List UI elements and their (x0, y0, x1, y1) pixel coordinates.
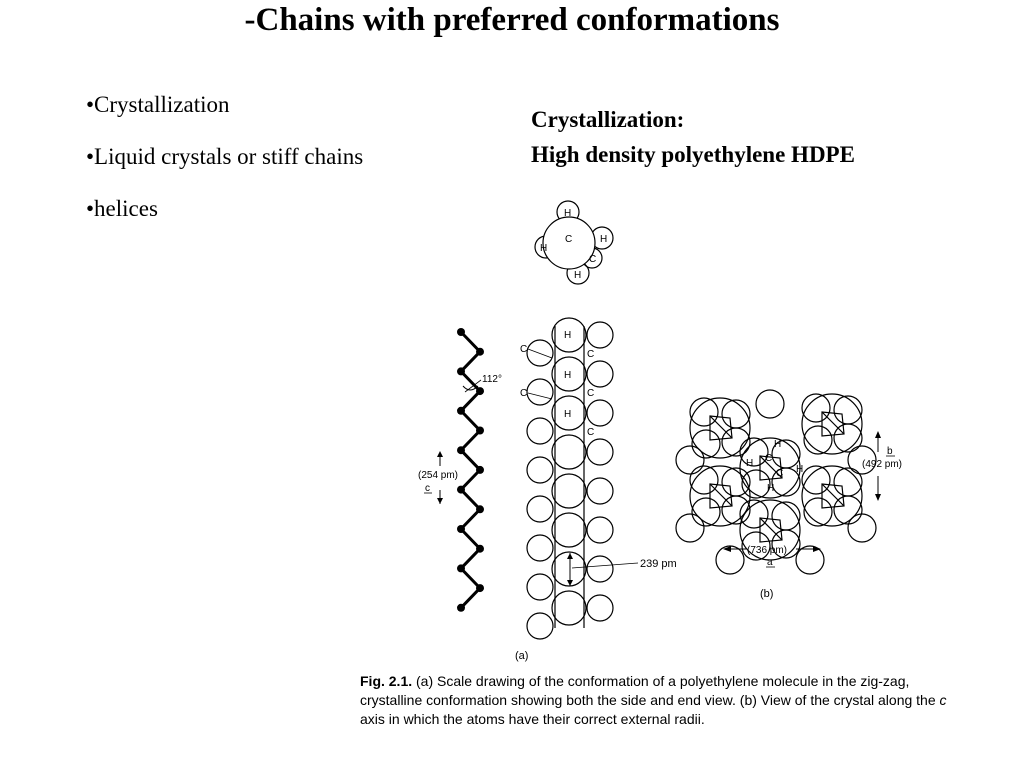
right-heading-line1: Crystallization: (531, 107, 685, 132)
caption-text-2: axis in which the atoms have their corre… (360, 711, 705, 727)
side-view-c-left-2: C (520, 388, 527, 399)
crystal-inner-h-4: H (767, 483, 774, 494)
zigzag-chain: 112° (254 pm) c (418, 328, 502, 612)
crystal-inner-h-2: H (746, 458, 753, 469)
end-view-h-top: H (564, 208, 571, 219)
right-heading-line2: High density polyethylene HDPE (531, 142, 855, 167)
caption-prefix: Fig. 2.1. (360, 673, 413, 689)
side-view-h-3: H (564, 409, 571, 420)
bullet-item-liquid-crystals: •Liquid crystals or stiff chains (86, 144, 364, 169)
bullet-item-helices: •helices (86, 196, 158, 221)
carbon-distance-label: 239 pm (640, 558, 677, 570)
figure-caption: Fig. 2.1. (a) Scale drawing of the confo… (360, 672, 970, 729)
crystal-view: C C H H H H b (492 pm) (736 pm) a (675, 389, 902, 575)
a-axis-value: (736 pm) (747, 545, 787, 556)
crystal-inner-h-1: H (774, 439, 781, 450)
caption-italic-c: c (939, 692, 947, 708)
bullet-list: •Crystallization •Liquid crystals or sti… (86, 92, 363, 248)
slide-title: -Chains with preferred conformations (244, 2, 780, 38)
right-heading: Crystallization: High density polyethyle… (531, 102, 855, 172)
end-view-h-left: H (540, 243, 547, 254)
end-view-c-center: C (565, 234, 572, 245)
side-view-h-2: H (564, 370, 571, 381)
b-axis-value: (492 pm) (862, 459, 902, 470)
side-view-h-1: H (564, 330, 571, 341)
a-axis-label: a (767, 557, 773, 568)
crystal-inner-h-3: H (796, 464, 803, 475)
side-view-c-right-3: C (587, 427, 594, 438)
bond-angle-label: 112° (482, 374, 502, 385)
end-view-c-right: C (589, 254, 596, 265)
crystal-inner-c-2: C (776, 468, 783, 479)
panel-a-label: (a) (515, 650, 528, 662)
end-view-h-bottom: H (574, 270, 581, 281)
side-view-c-right-1: C (587, 349, 594, 360)
end-view-h-right: H (600, 234, 607, 245)
b-axis-label: b (887, 446, 893, 457)
panel-b-label: (b) (760, 588, 773, 600)
bullet-item-crystallization: •Crystallization (86, 92, 230, 117)
side-view-c-right-2: C (587, 388, 594, 399)
side-view-molecule: H H H C C C C C 239 pm (520, 317, 677, 640)
end-view-molecule: H H H H C C (534, 200, 614, 285)
crystal-inner-c-1: C (765, 453, 772, 464)
caption-text-1: (a) Scale drawing of the conformation of… (360, 673, 940, 708)
repeat-distance-label: (254 pm) (418, 470, 458, 481)
c-axis-label: c (425, 483, 430, 494)
side-view-c-left-1: C (520, 344, 527, 355)
